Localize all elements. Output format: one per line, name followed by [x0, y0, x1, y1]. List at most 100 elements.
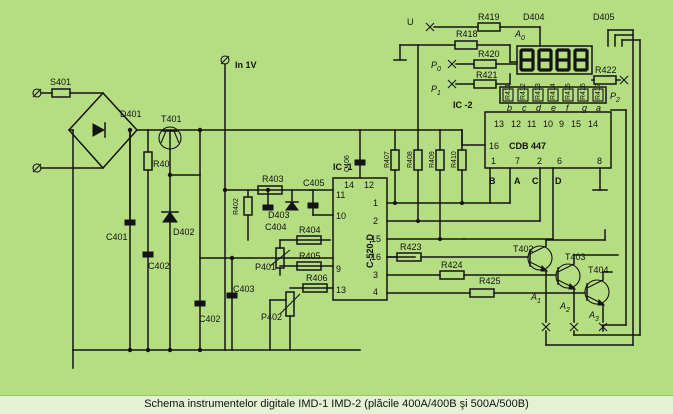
r424-label: R424	[441, 260, 463, 270]
r425-label: R425	[479, 276, 501, 286]
input-terminal-top	[32, 88, 42, 98]
r407-resistor	[390, 149, 400, 171]
t401-label: T401	[161, 114, 182, 124]
p2-terminal	[619, 75, 629, 85]
bus-d-label: D	[555, 176, 562, 186]
seg-label-f: f	[566, 103, 570, 113]
ic1-pin-16: 16	[371, 252, 381, 262]
bus-b-label: B	[489, 176, 496, 186]
p1-label: P1	[431, 84, 441, 97]
r403-resistor	[257, 185, 283, 195]
ic1-pin-9: 9	[336, 264, 341, 274]
ic1-pin-14: 14	[344, 180, 354, 190]
ic2-pin-7: 7	[515, 156, 520, 166]
c402a-label: C402	[148, 261, 170, 271]
p0-label: P0	[431, 60, 441, 73]
r417-label: R417	[595, 83, 602, 100]
r414-label: R414	[550, 83, 557, 100]
p402-label: P402	[261, 312, 282, 322]
ic1-pin-3: 3	[373, 270, 378, 280]
a3-label: A3	[588, 310, 599, 323]
r404-label: R404	[299, 225, 321, 235]
r423-label: R423	[400, 242, 422, 252]
r419-resistor	[477, 22, 501, 32]
in1v-label: In 1V	[235, 60, 257, 70]
ic1-pin-11: 11	[336, 190, 345, 200]
seven-segment-display	[516, 45, 593, 75]
zener-d402	[161, 174, 179, 351]
r406-resistor	[302, 283, 328, 293]
diode-d403	[285, 201, 299, 211]
transistor-t401	[147, 126, 201, 176]
r408-resistor	[413, 149, 423, 171]
bus-c-label: C	[532, 176, 539, 186]
a2-terminal	[569, 322, 579, 332]
r40-resistor	[143, 151, 153, 171]
u-label: U	[407, 17, 414, 27]
r421-resistor	[473, 79, 497, 89]
c406-label: C406	[344, 155, 351, 172]
p2-label: P2	[610, 91, 620, 104]
p1-terminal	[447, 79, 457, 89]
ic1-pin-12: 12	[364, 180, 374, 190]
p401-label: P401	[255, 262, 276, 272]
seg-label-b: b	[507, 103, 512, 113]
a1-label: A1	[530, 292, 541, 305]
r408-label: R408	[407, 151, 414, 168]
d402-label: D402	[173, 227, 195, 237]
r425-resistor	[469, 288, 495, 298]
c402b-label: C402	[199, 314, 221, 324]
r422-label: R422	[595, 65, 617, 75]
display-digit-1	[537, 48, 553, 72]
ic1-chip-name: C-520-D	[365, 233, 375, 268]
display-digit-3	[573, 48, 589, 72]
r402-label: R402	[233, 198, 240, 215]
r407-label: R407	[384, 151, 391, 168]
segment-resistors	[502, 88, 604, 102]
r420-resistor	[473, 59, 497, 69]
ic2-pin-11: 11	[527, 119, 536, 129]
ic1-pin-13: 13	[336, 285, 346, 295]
d401-label: D401	[120, 109, 142, 119]
ic1-label: IC -1	[333, 162, 353, 172]
r406-label: R406	[306, 273, 328, 283]
transistor-t402	[527, 245, 553, 272]
r409-label: R409	[429, 151, 436, 168]
seg-label-e: e	[551, 103, 556, 113]
ic2-pin-12: 12	[511, 119, 521, 129]
a0-label: A0	[514, 29, 525, 42]
bridge-rectifier-d401	[67, 91, 139, 170]
ic2-pin-16: 16	[489, 141, 499, 151]
r424-resistor	[439, 270, 465, 280]
display-digit-2	[555, 48, 571, 72]
ic1-pin-4: 4	[373, 287, 378, 297]
r404-resistor	[296, 235, 322, 245]
ic2-chip-name: CDB 447	[509, 141, 546, 151]
bus-a-label: A	[514, 176, 521, 186]
ic2-pin-10: 10	[543, 119, 553, 129]
circuit-schematic: S401 D401 C401 R40 C402 T401 D402	[32, 12, 641, 369]
schematic-caption: Schema instrumentelor digitale IMD-1 IMD…	[144, 398, 529, 410]
t404-label: T404	[588, 265, 609, 275]
ic2-pin-13: 13	[494, 119, 504, 129]
c403-label: C403	[233, 284, 255, 294]
r402-resistor	[243, 196, 253, 216]
c402-capacitor-a	[142, 251, 154, 258]
transistor-t404	[584, 279, 610, 306]
seg-label-d: d	[536, 103, 542, 113]
ic2-label: IC -2	[453, 100, 473, 110]
c404-capacitor	[262, 204, 274, 211]
r40-label: R40	[153, 159, 170, 169]
in1v-terminal	[220, 55, 230, 65]
d405-label: D405	[593, 12, 615, 22]
a2-label: A2	[559, 301, 570, 314]
r409-resistor	[435, 149, 445, 171]
ic2-pin-14: 14	[588, 119, 598, 129]
r411-label: R411	[505, 84, 512, 100]
u-terminal	[425, 22, 435, 32]
input-terminal-bottom	[32, 163, 42, 173]
r422-resistor	[593, 75, 617, 85]
display-digit-0	[519, 48, 535, 72]
r421-label: R421	[476, 70, 498, 80]
